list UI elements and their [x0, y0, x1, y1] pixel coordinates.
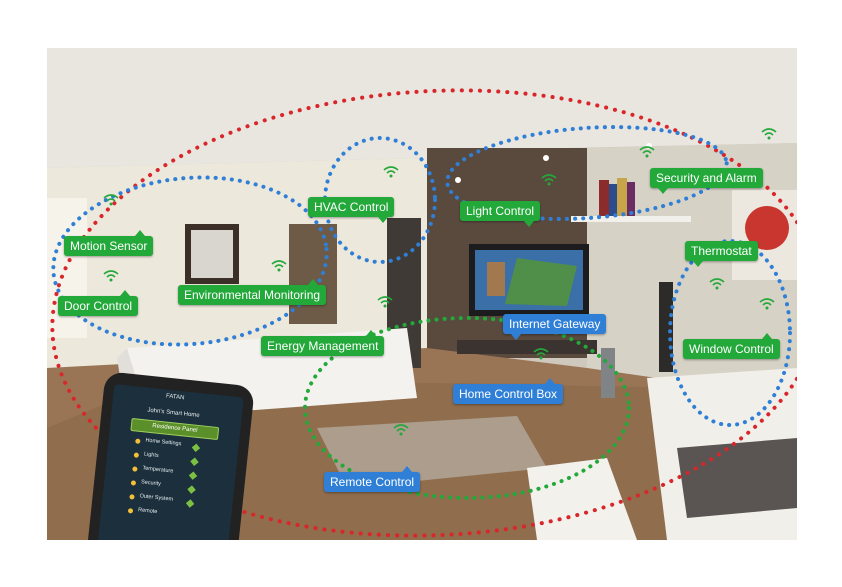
phone-item[interactable]: Remote: [137, 507, 158, 516]
security-wifi-icon: [639, 146, 655, 158]
window-wifi-icon: [759, 298, 775, 310]
phone-item[interactable]: Outer System: [139, 493, 174, 503]
security-camera-wifi-icon: [761, 128, 777, 140]
environmental-monitoring-label: Environmental Monitoring: [178, 279, 327, 305]
phone-item[interactable]: Home Settings: [145, 437, 182, 448]
window-control-label: Window Control: [683, 333, 780, 359]
home-control-box-label: Home Control Box: [453, 378, 564, 404]
internet-gateway-label: Internet Gateway: [503, 314, 607, 340]
hvac-control-label: HVAC Control: [308, 197, 395, 223]
motion-sensor-wifi-icon: [103, 194, 119, 206]
thermostat-label: Thermostat: [685, 241, 758, 267]
security-alarm-label: Security and Alarm: [650, 168, 763, 194]
light-wifi-icon: [541, 174, 557, 186]
remote-control-label: Remote Control: [324, 466, 421, 492]
smart-home-scene: FATAN John's Smart Home Residence Panel …: [47, 48, 797, 540]
door-control-label: Door Control: [58, 290, 139, 316]
motion-sensor-label: Motion Sensor: [64, 230, 154, 256]
remote-wifi-icon: [393, 424, 409, 436]
energy-management-label: Energy Management: [261, 330, 385, 356]
phone-item[interactable]: Security: [140, 479, 162, 488]
hvac-wifi-icon: [383, 166, 399, 178]
door-control-wifi-icon: [103, 270, 119, 282]
phone-item[interactable]: Lights: [143, 451, 159, 459]
light-control-label: Light Control: [460, 201, 541, 227]
env-monitoring-wifi-icon: [271, 260, 287, 272]
phone-screen: FATAN John's Smart Home Residence Panel …: [99, 384, 236, 540]
energy-wifi-icon: [377, 296, 393, 308]
phone-item[interactable]: Temperature: [142, 465, 174, 475]
thermostat-wifi-icon: [709, 278, 725, 290]
phone-tab[interactable]: Residence Panel: [130, 417, 220, 441]
home-control-wifi-icon: [533, 348, 549, 360]
